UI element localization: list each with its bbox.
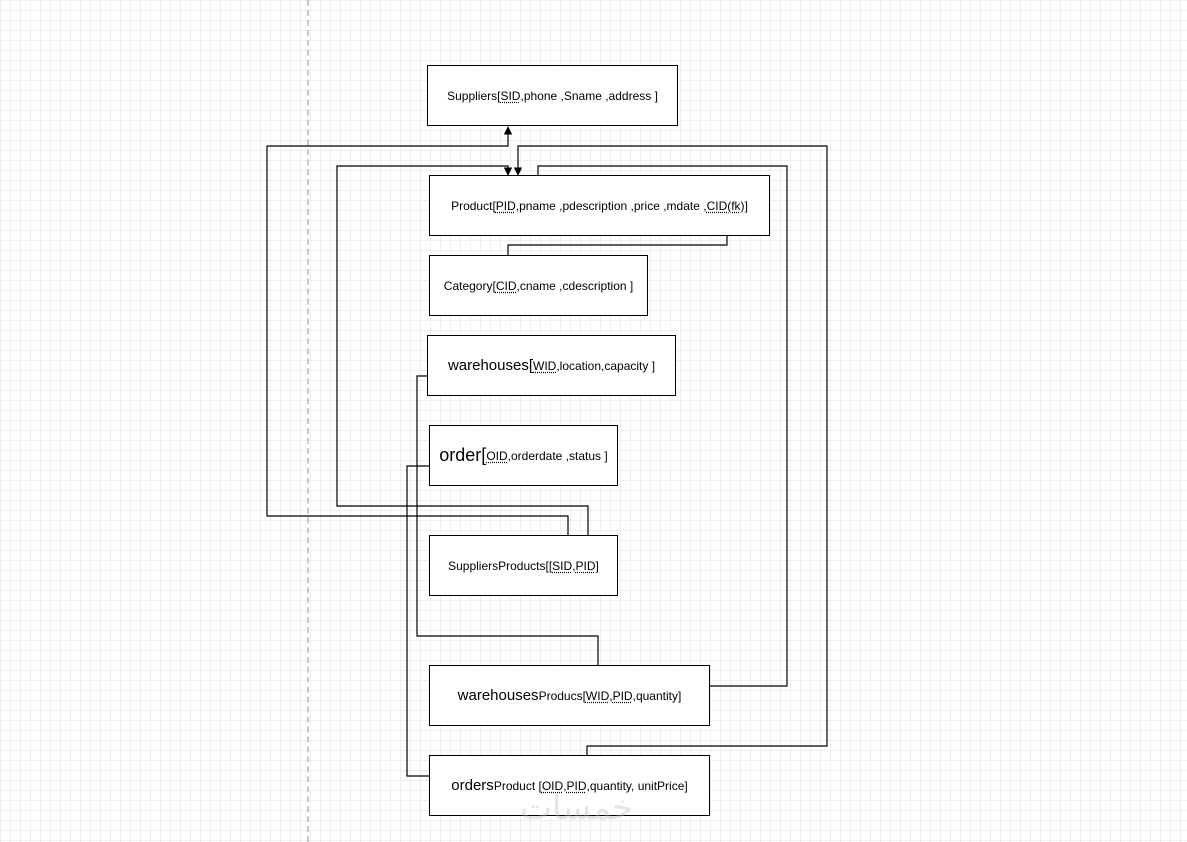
entity-name: warehouses <box>447 357 529 374</box>
separator: , <box>609 688 613 703</box>
separator: , <box>563 778 567 793</box>
key-oid: OID <box>541 778 564 793</box>
key-sid: SID <box>552 558 573 573</box>
attributes: ,cname ,cdescription ] <box>516 278 634 293</box>
key-pid: PID <box>495 198 516 213</box>
edge-ordersproduct-product <box>513 145 828 766</box>
entity-order[interactable]: order[OID ,orderdate ,status ] <box>429 425 618 486</box>
bracket: [ <box>492 278 496 293</box>
bracket: [[ <box>545 558 553 573</box>
entity-name: Category <box>443 278 493 293</box>
edge-supplierproducts-product <box>336 165 589 546</box>
key-wid: WID <box>585 688 610 703</box>
attributes: ,orderdate ,status ] <box>507 448 608 463</box>
edge-warehousesproducts-warehouses <box>416 371 599 686</box>
bracket: [ <box>497 88 501 103</box>
entity-name: SuppliersProducts <box>448 558 546 573</box>
edge-ordersproduct-order <box>406 461 548 777</box>
bracket-close: ] <box>595 558 599 573</box>
entity-name: warehouses <box>457 687 539 704</box>
key-pid: PID <box>566 778 587 793</box>
key-cid: CID <box>495 278 517 293</box>
attributes: ,location,capacity ] <box>556 358 656 373</box>
key-oid: OID <box>486 448 508 463</box>
bracket: [ <box>528 357 533 374</box>
entity-name: order[ <box>439 445 487 465</box>
key-cid-fk: CID(fk) <box>706 198 745 213</box>
key-pid: PID <box>575 558 596 573</box>
attributes: ,quantity] <box>632 688 682 703</box>
separator: , <box>572 558 576 573</box>
bracket-close: ] <box>744 198 748 213</box>
entity-warehouses[interactable]: warehouses [WID ,location,capacity ] <box>427 335 676 396</box>
key-sid: SID <box>500 88 521 103</box>
entity-name-suffix: Producs[ <box>538 688 586 703</box>
edge-supplierproducts-suppliers <box>266 126 569 556</box>
bracket: [ <box>492 198 496 213</box>
attributes: ,quantity, unitPrice] <box>586 778 688 793</box>
entity-name: Product <box>451 198 493 213</box>
entity-category[interactable]: Category [CID ,cname ,cdescription ] <box>429 255 648 316</box>
attributes: ,pname ,pdescription ,price ,mdate , <box>515 198 707 213</box>
entity-name: orders <box>451 777 494 794</box>
key-pid: PID <box>612 688 633 703</box>
entity-name-suffix: Product [ <box>493 778 542 793</box>
entity-product[interactable]: Product [PID ,pname ,pdescription ,price… <box>429 175 770 236</box>
entity-suppliers[interactable]: Suppliers [SID ,phone ,Sname ,address ] <box>427 65 678 126</box>
entity-name: Suppliers <box>447 88 498 103</box>
page-break-line <box>307 0 309 842</box>
key-wid: WID <box>533 358 557 373</box>
attributes: ,phone ,Sname ,address ] <box>520 88 658 103</box>
entity-suppliers-products[interactable]: SuppliersProducts [[SID ,PID ] <box>429 535 618 596</box>
